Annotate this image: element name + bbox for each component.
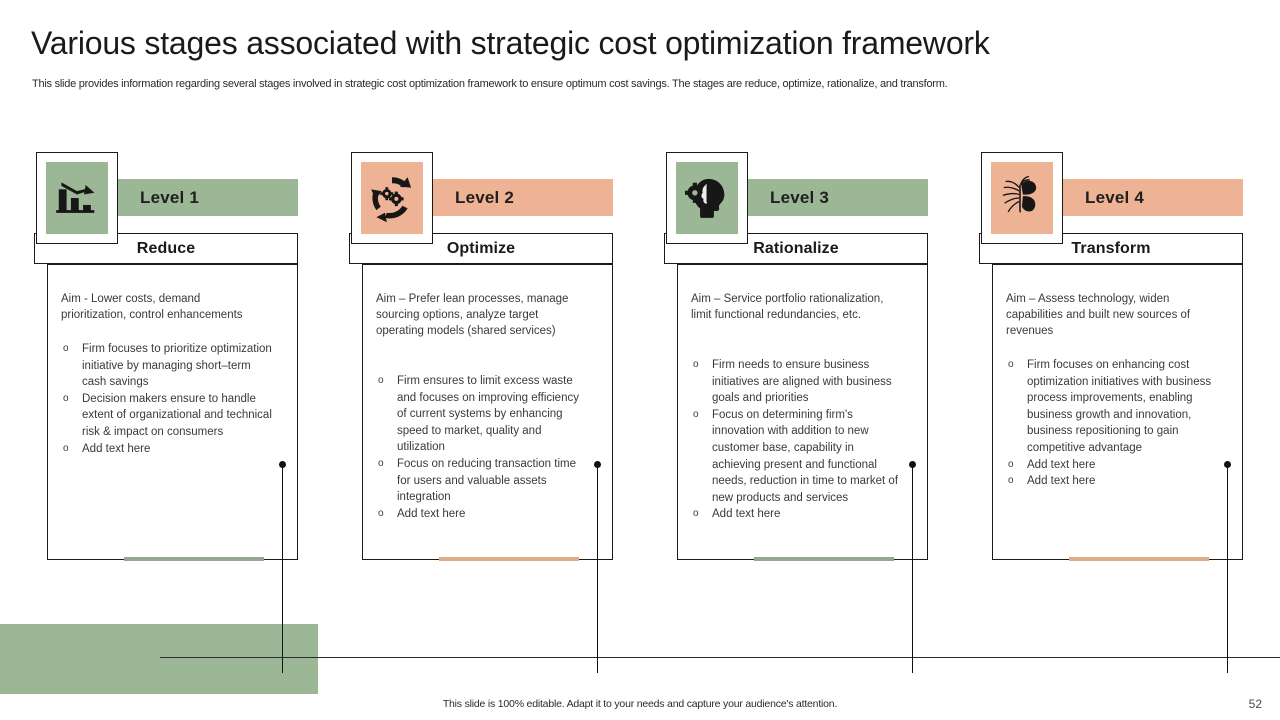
stage-bullet-item: Add text here <box>691 506 903 523</box>
connector-dot <box>1224 461 1231 468</box>
stage-bullet-item: Decision makers ensure to handle extent … <box>61 391 273 441</box>
stage-connector <box>1224 461 1232 673</box>
stage-bullet-item: Add text here <box>1006 473 1218 490</box>
level-label: Level 4 <box>1085 187 1145 207</box>
stage-bullet-item: Firm needs to ensure business initiative… <box>691 357 903 407</box>
connector-line <box>912 466 914 673</box>
stage-icon-frame[interactable] <box>36 152 118 244</box>
stage-bullet-item: Add text here <box>1006 457 1218 474</box>
stage-icon-frame[interactable] <box>981 152 1063 244</box>
stage-aim-text: Aim - Lower costs, demand prioritization… <box>61 293 243 321</box>
stage-aim-text: Aim – Prefer lean processes, manage sour… <box>376 293 569 337</box>
gears-recycle-icon <box>361 162 423 234</box>
connector-line <box>282 466 284 673</box>
level-bar: Level 4 <box>1063 179 1243 216</box>
stage-icon-frame[interactable] <box>351 152 433 244</box>
stage-bullet-item: Firm ensures to limit excess waste and f… <box>376 373 588 456</box>
stage-bullet-list: Firm ensures to limit excess waste and f… <box>376 373 588 522</box>
stage-cards-row: Aim - Lower costs, demand prioritization… <box>0 148 1280 673</box>
connector-dot <box>279 461 286 468</box>
level-bar: Level 2 <box>433 179 613 216</box>
stage-title: Rationalize <box>753 239 839 257</box>
stage-title: Optimize <box>446 239 516 257</box>
stage-bullet-item: Firm focuses to prioritize optimization … <box>61 341 273 391</box>
head-gear-brain-icon <box>676 162 738 234</box>
level-label: Level 2 <box>455 187 515 207</box>
level-label: Level 3 <box>770 187 830 207</box>
connector-dot <box>594 461 601 468</box>
footer-accent-block <box>0 624 318 694</box>
stage-bullet-item: Add text here <box>61 441 273 458</box>
stage-body-box: Aim - Lower costs, demand prioritization… <box>47 264 298 673</box>
stage-card[interactable]: Aim – Assess technology, widen capabilit… <box>975 148 1243 673</box>
level-label: Level 1 <box>140 187 200 207</box>
stage-body-box: Aim – Prefer lean processes, manage sour… <box>362 264 613 673</box>
stage-bullet-item: Focus on determining firm's innovation w… <box>691 407 903 507</box>
stage-body-box: Aim – Service portfolio rationalization,… <box>677 264 928 673</box>
level-bar: Level 3 <box>748 179 928 216</box>
stage-title: Reduce <box>136 239 196 257</box>
declining-bar-chart-icon <box>46 162 108 234</box>
page-number: 52 <box>1248 697 1262 711</box>
stage-accent-bar <box>1069 556 1209 561</box>
page-subtitle: This slide provides information regardin… <box>32 78 948 90</box>
footer-divider <box>160 657 1280 659</box>
connector-line <box>597 466 599 673</box>
butterfly-transform-icon <box>991 162 1053 234</box>
stage-bullet-item: Add text here <box>376 506 588 523</box>
stage-body-box: Aim – Assess technology, widen capabilit… <box>992 264 1243 673</box>
stage-connector <box>279 461 287 673</box>
stage-bullet-item: Firm focuses on enhancing cost optimizat… <box>1006 357 1218 457</box>
level-bar: Level 1 <box>118 179 298 216</box>
stage-bullet-list: Firm needs to ensure business initiative… <box>691 357 903 523</box>
stage-bullet-item: Focus on reducing transaction time for u… <box>376 456 588 506</box>
stage-card[interactable]: Aim – Service portfolio rationalization,… <box>660 148 928 673</box>
stage-accent-bar <box>439 556 579 561</box>
connector-line <box>1227 466 1229 673</box>
footer-note: This slide is 100% editable. Adapt it to… <box>442 698 838 710</box>
stage-bullet-list: Firm focuses on enhancing cost optimizat… <box>1006 357 1218 490</box>
stage-connector <box>594 461 602 673</box>
connector-dot <box>909 461 916 468</box>
stage-accent-bar <box>124 556 264 561</box>
stage-connector <box>909 461 917 673</box>
stage-bullet-list: Firm focuses to prioritize optimization … <box>61 341 273 457</box>
stage-card[interactable]: Aim – Prefer lean processes, manage sour… <box>345 148 613 673</box>
stage-aim-text: Aim – Service portfolio rationalization,… <box>691 293 884 321</box>
stage-title: Transform <box>1071 239 1151 257</box>
stage-aim-text: Aim – Assess technology, widen capabilit… <box>1006 293 1191 337</box>
stage-accent-bar <box>754 556 894 561</box>
stage-card[interactable]: Aim - Lower costs, demand prioritization… <box>30 148 298 673</box>
stage-icon-frame[interactable] <box>666 152 748 244</box>
page-title: Various stages associated with strategic… <box>31 25 990 61</box>
